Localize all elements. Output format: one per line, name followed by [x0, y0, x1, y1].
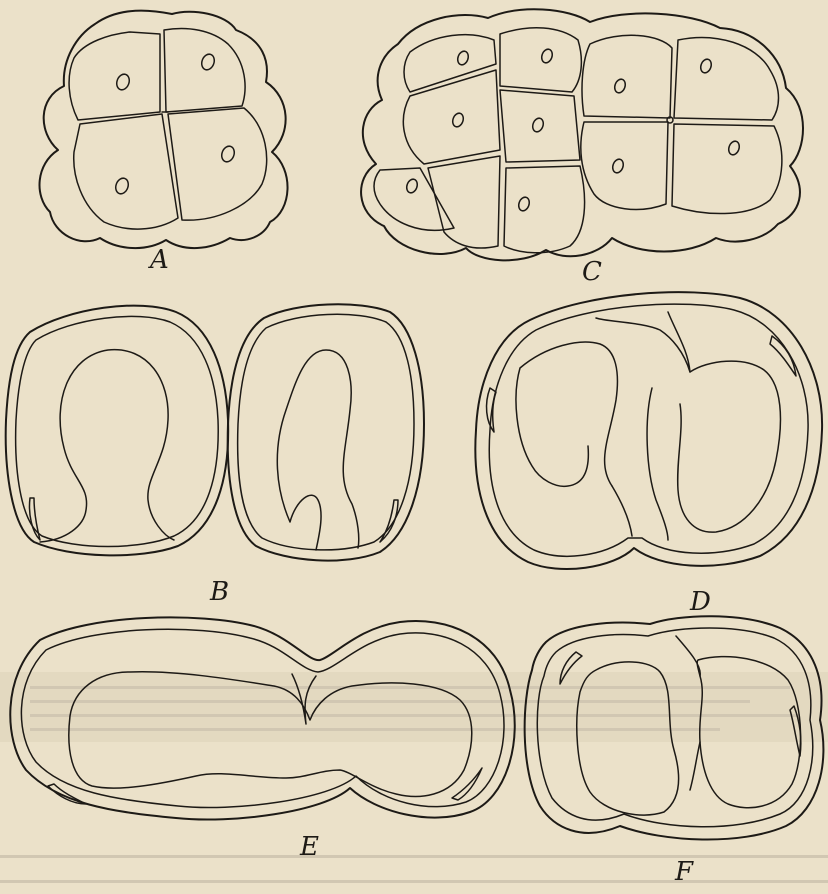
bleed-line-4: [30, 728, 720, 731]
panel-f-label: F: [674, 857, 694, 887]
panel-b-left-slit: [29, 498, 40, 540]
panel-a: A: [40, 11, 288, 275]
panel-d-inner: [489, 304, 808, 556]
panel-a-cell-lower-right: [168, 108, 267, 220]
panel-a-nucleus-1: [115, 72, 132, 91]
panel-c-nucleus-6: [699, 58, 713, 75]
panel-c-nucleus-2: [540, 48, 554, 65]
panel-a-cell-upper-left: [69, 32, 160, 120]
panel-c-label: C: [582, 257, 602, 287]
panel-c: C: [361, 9, 803, 287]
panel-a-cell-lower-left: [74, 114, 178, 229]
panel-c-nucleus-5: [613, 78, 627, 95]
panel-a-outer-membrane: [40, 11, 288, 248]
panel-c-cell-5: [582, 35, 672, 118]
panel-c-nucleus-3: [451, 112, 465, 129]
panel-c-nucleus-7: [611, 158, 625, 175]
panel-c-cell-4: [500, 90, 580, 162]
panel-c-nucleus-1: [456, 50, 470, 67]
bleed-line-3: [30, 714, 800, 717]
bleed-band: [0, 672, 828, 742]
panel-d-label: D: [689, 587, 711, 617]
panel-c-cell-2: [500, 28, 581, 92]
panel-e-label: E: [299, 832, 319, 862]
panel-b-right-cavity: [277, 350, 358, 550]
panel-c-nucleus-8: [727, 140, 741, 157]
panel-c-cell-7: [581, 122, 668, 209]
bleed-line-6: [0, 880, 828, 883]
panel-c-cell-3: [403, 70, 500, 164]
panel-e-slit-left: [48, 784, 86, 804]
panel-d-center-fold: [612, 388, 668, 540]
panel-c-nucleus-10: [517, 196, 531, 213]
panel-d-left-fold: [516, 342, 617, 486]
panel-a-label: A: [148, 245, 169, 275]
panel-b-left-inner: [16, 316, 219, 546]
panel-c-cell-8: [672, 124, 782, 214]
bleed-line-5: [0, 855, 828, 858]
bleed-through-text: [0, 672, 828, 883]
panel-d-outer: [475, 292, 822, 569]
panel-c-cell-6: [674, 38, 779, 120]
panel-f: F: [525, 616, 824, 887]
panel-b-left-cavity: [40, 350, 174, 542]
bleed-line-1: [30, 686, 790, 689]
panel-a-nucleus-2: [200, 52, 217, 71]
panel-d-right-fold: [678, 361, 781, 532]
panel-d-slit-right: [770, 336, 796, 376]
panel-a-nucleus-4: [220, 144, 237, 163]
panel-c-nucleus-9: [405, 178, 419, 195]
panel-c-nucleus-4: [531, 117, 545, 134]
panel-d-blastopore-lip: [596, 312, 690, 372]
panel-b: B: [6, 304, 424, 607]
panel-b-label: B: [209, 577, 229, 607]
panel-a-cell-upper-right: [164, 29, 245, 112]
panel-a-nucleus-3: [114, 176, 131, 195]
panel-d: D: [475, 292, 822, 617]
bleed-line-2: [30, 700, 750, 703]
panel-c-cell-11: [504, 166, 585, 253]
